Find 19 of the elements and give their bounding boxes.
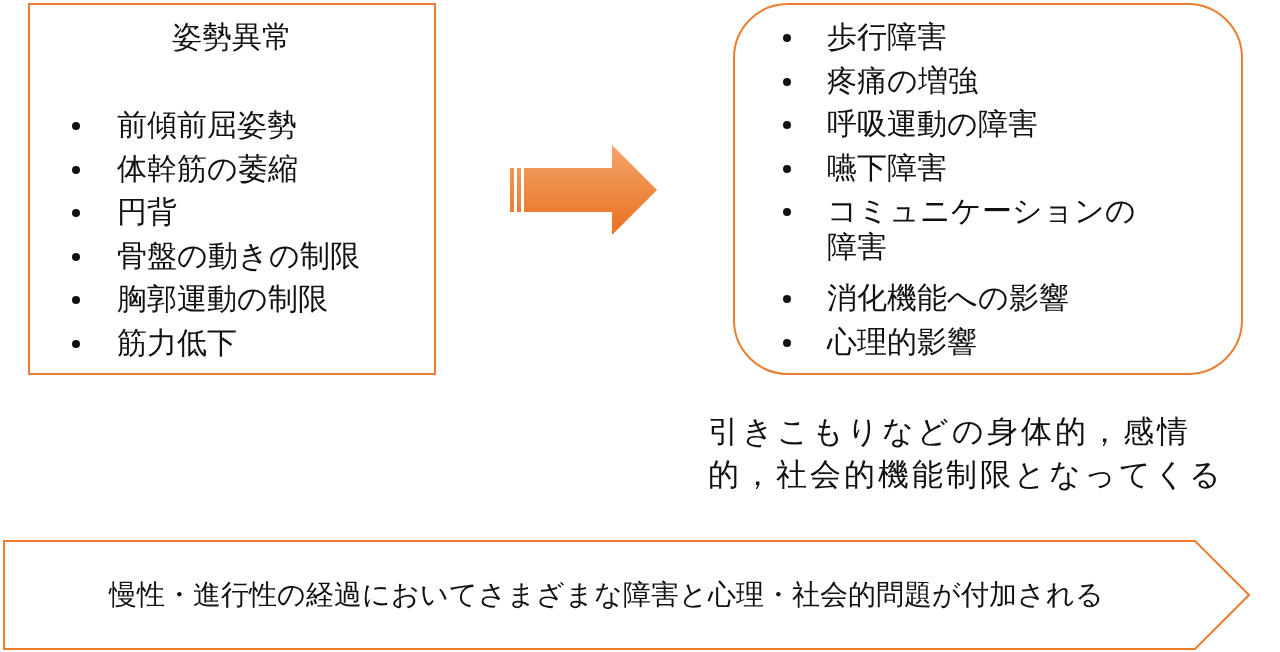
box-heading: 姿勢異常 (171, 19, 293, 55)
list-item: 心理的影響 (827, 323, 977, 360)
note-text: 引きこもりなどの身体的，感情的，社会的機能制限となってくる (708, 412, 1225, 494)
list-item: 骨盤の動きの制限 (117, 237, 360, 274)
list-item: 体幹筋の萎縮 (117, 150, 298, 187)
list-item: コミュニケーションの障害 (827, 193, 1137, 265)
rounded-list-box (733, 3, 1243, 375)
list-box (28, 3, 436, 375)
list-item: 筋力低下 (117, 324, 237, 361)
list-item: 嚥下障害 (827, 149, 947, 186)
list-item: 呼吸運動の障害 (827, 106, 1038, 142)
block-arrow (510, 145, 657, 235)
list-item: 前傾前屈姿勢 (117, 107, 297, 143)
list-item: 疼痛の増強 (827, 62, 978, 99)
list-item: 胸郭運動の制限 (117, 281, 328, 317)
list-item: 円背 (117, 194, 177, 230)
list-item: 消化機能への影響 (827, 280, 1069, 316)
list-item: 歩行障害 (827, 19, 947, 55)
banner-text: 慢性・進行性の経過においてさまざまな障害と心理・社会的問題が付加される (107, 577, 1105, 613)
